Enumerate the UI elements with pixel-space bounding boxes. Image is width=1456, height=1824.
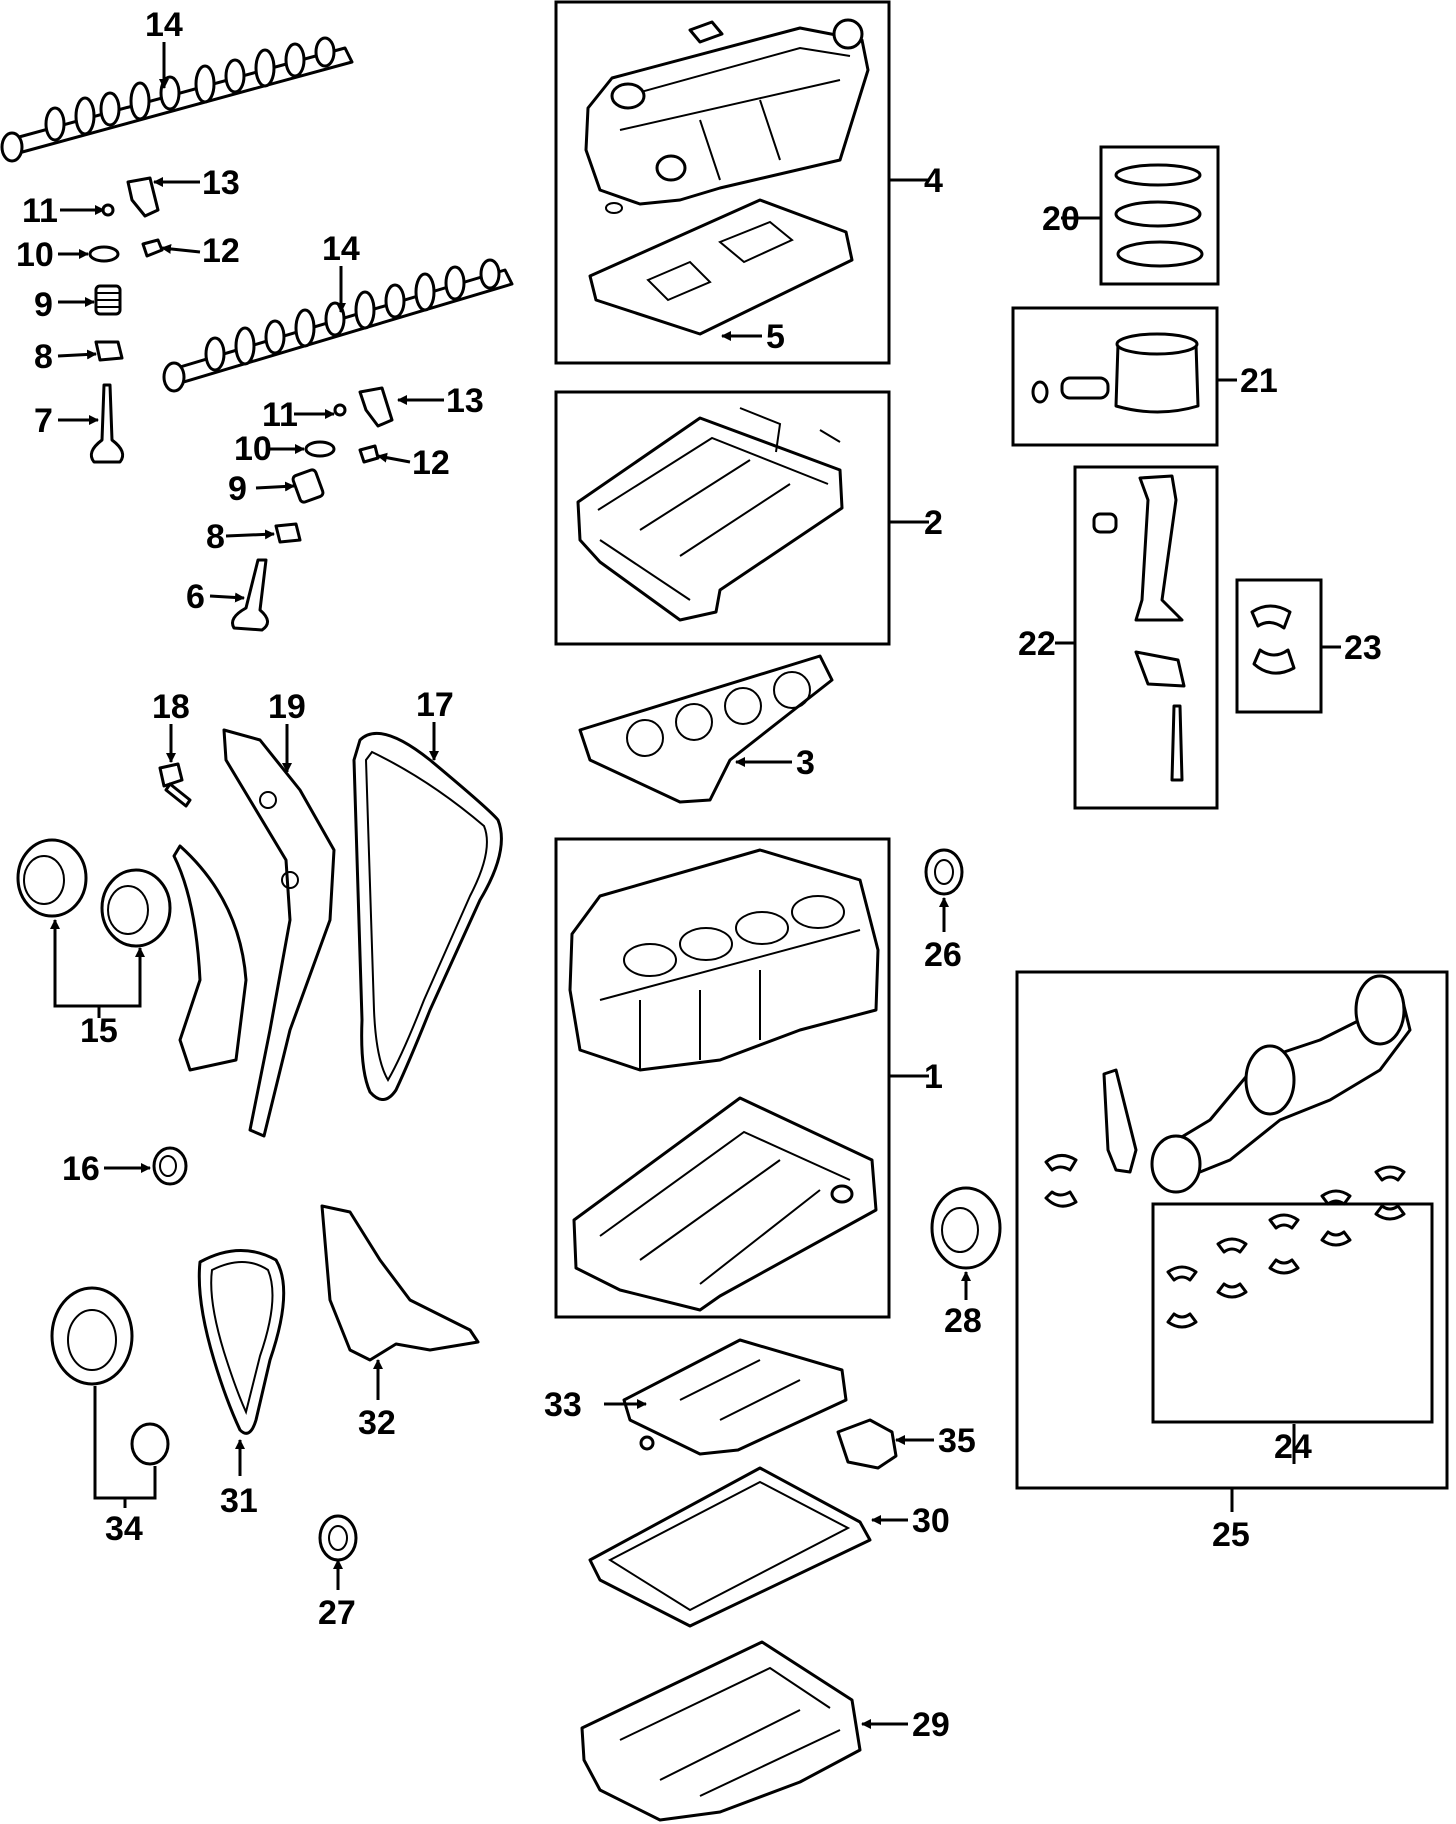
crank-bearing-shells [1044,1154,1078,1208]
oil-pump [622,1338,848,1456]
callout-32: 32 [358,1404,396,1442]
callout-26: 26 [924,936,962,974]
callout-30: 30 [912,1502,950,1540]
box-valve-cover [554,0,891,365]
callout-28: 28 [944,1302,982,1340]
callout-9-upper: 9 [34,286,53,324]
callout-6: 6 [186,578,205,616]
callout-17: 17 [416,686,454,724]
callout-14-upper: 14 [145,6,183,44]
main-bearings [1166,1165,1406,1329]
callout-34: 34 [105,1510,143,1548]
upper-crankcase [576,407,844,622]
callout-8-upper: 8 [34,338,53,376]
callout-3: 3 [796,744,815,782]
timing-tensioner-rail [222,728,336,1138]
piston-rings [1114,163,1204,268]
box-piston-rings [1099,145,1220,286]
oil-baffle [836,1418,898,1470]
callout-12-upper: 12 [202,232,240,270]
callout-5: 5 [766,318,785,356]
valve-parts-left [88,176,164,464]
callout-31: 31 [220,1482,258,1520]
callout-18: 18 [152,688,190,726]
box-cylinder-block [554,837,891,1319]
callout-27: 27 [318,1594,356,1632]
crank-pulley [930,1186,1002,1270]
timing-cover [320,1204,480,1362]
callout-15: 15 [80,1012,118,1050]
callout-25: 25 [1212,1516,1250,1554]
callout-labels: 14 13 11 10 12 9 8 7 14 11 13 10 12 9 8 … [16,6,1382,1744]
callout-20: 20 [1042,200,1080,238]
callout-13-upper: 13 [202,164,240,202]
callout-22: 22 [1018,625,1056,663]
oil-pan-gasket [588,1466,872,1628]
valve-cover-gasket [588,198,854,336]
box-upper-crankcase [554,390,891,646]
callout-35: 35 [938,1422,976,1460]
callout-1: 1 [924,1058,943,1096]
callout-8-lower: 8 [206,518,225,556]
cam-sprockets [16,838,172,948]
connecting-rod [1092,474,1186,782]
callout-9-lower: 9 [228,470,247,508]
callout-13-lower: 13 [446,382,484,420]
camshaft-upper [0,36,354,163]
timing-guide [172,844,248,1072]
callout-14-lower: 14 [322,230,360,268]
rear-seal [318,1514,358,1562]
callout-7: 7 [34,402,53,440]
valve-parts-right [231,386,394,632]
callout-4: 4 [924,162,943,200]
cylinder-block [568,848,880,1072]
head-gasket [578,654,834,804]
front-seal [152,1146,188,1186]
timing-chain [352,731,503,1101]
rod-bearings [1250,604,1296,675]
valve-cover [584,18,870,214]
callout-19: 19 [268,688,306,726]
lower-bedplate [572,1096,878,1312]
callout-21: 21 [1240,362,1278,400]
camshaft-lower [162,258,514,393]
callout-10-lower: 10 [234,430,272,468]
callout-2: 2 [924,504,943,542]
callout-23: 23 [1344,629,1382,667]
piston [1031,332,1200,414]
tensioner-bolt [158,762,192,808]
oil-pump-chain [197,1249,286,1435]
callout-29: 29 [912,1706,950,1744]
box-main-bearings [1151,1202,1434,1424]
callout-33: 33 [544,1386,582,1424]
callout-16: 16 [62,1150,100,1188]
leader-lines [50,42,1341,1729]
crank-conrod [1102,1068,1138,1174]
crankshaft [1150,974,1412,1194]
box-rod-bearings [1235,578,1323,714]
callout-11-upper: 11 [22,192,58,230]
callout-11-lower: 11 [262,396,298,434]
callout-10-upper: 10 [16,236,54,274]
oil-pan [580,1640,862,1822]
callout-12-lower: 12 [412,444,450,482]
crankshaft-seal [924,848,964,896]
callout-24: 24 [1274,1428,1312,1466]
box-piston [1011,306,1219,447]
box-connecting-rod [1073,465,1219,810]
crank-sprocket-assembly [50,1286,170,1466]
